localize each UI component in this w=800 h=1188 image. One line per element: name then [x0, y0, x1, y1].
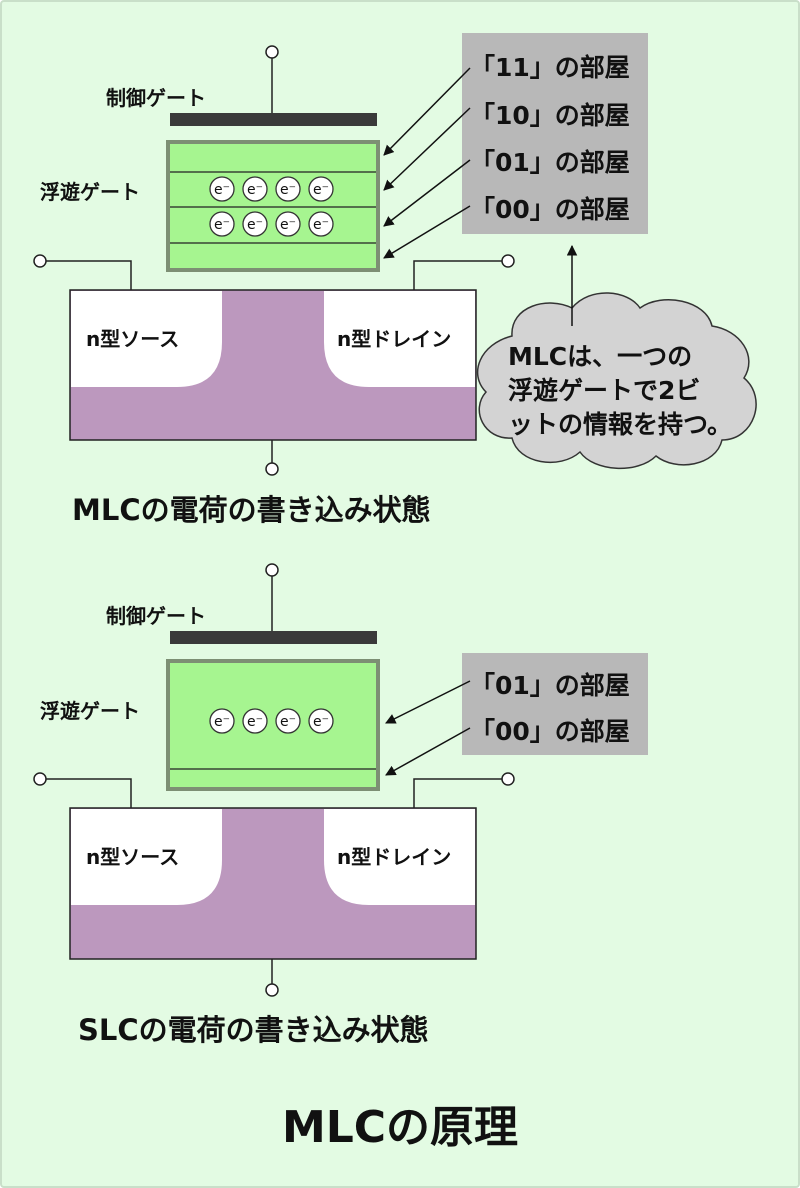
electron-icon [242, 708, 268, 734]
slc-caption: SLCの電荷の書き込み状態 [78, 1013, 429, 1047]
mlc-room-arrow [383, 159, 471, 227]
mlc-control-gate-bar [170, 113, 377, 126]
mlc-substrate-terminal [265, 462, 279, 476]
mlc-caption: MLCの電荷の書き込み状態 [72, 493, 431, 527]
slc-room-arrow [385, 680, 471, 724]
slc-drain-terminal [501, 772, 515, 786]
slc-room-label-box [462, 653, 648, 755]
mlc-drain-terminal [501, 254, 515, 268]
mlc-callout-text: ットの情報を持つ。 [508, 410, 732, 439]
electron-icon [209, 211, 235, 237]
mlc-floating-gate-label: 浮遊ゲート [40, 180, 140, 204]
mlc-control-gate-label: 制御ゲート [106, 86, 206, 110]
slc-control-gate-bar [170, 631, 377, 644]
slc-floating-gate [166, 659, 380, 791]
electron-icon [209, 176, 235, 202]
mlc-section: 制御ゲート 浮遊ゲート e⁻ e⁻ e⁻ e⁻ e⁻ e⁻ e⁻ e⁻ n型ソース n型ドレイ… [33, 33, 757, 527]
electron-symbol: e⁻ [247, 217, 263, 233]
slc-section: 制御ゲート 浮遊ゲート e⁻ e⁻ e⁻ e⁻ n型ソース n型ドレイン 「01」の部… [33, 563, 648, 1047]
mlc-room-label: 「00」の部屋 [470, 195, 630, 224]
mlc-room-arrow [383, 67, 471, 156]
mlc-source-region [71, 291, 222, 387]
slc-gate-terminal [265, 563, 279, 577]
electron-icon [308, 176, 334, 202]
electron-icon [242, 211, 268, 237]
slc-control-gate-label: 制御ゲート [106, 604, 206, 628]
electron-icon [275, 176, 301, 202]
electron-icon [308, 708, 334, 734]
mlc-source-wire [46, 260, 132, 290]
mlc-callout-cloud [476, 292, 757, 469]
mlc-electrons: e⁻ e⁻ e⁻ e⁻ e⁻ e⁻ e⁻ e⁻ [209, 176, 334, 237]
slc-substrate-terminal [265, 983, 279, 997]
mlc-room-label-box [462, 33, 648, 234]
slc-floating-gate-label: 浮遊ゲート [40, 699, 140, 723]
mlc-room-arrow [383, 107, 471, 191]
electron-symbol: e⁻ [280, 217, 296, 233]
mlc-callout-text: MLCは、一つの [508, 342, 692, 371]
electron-icon [275, 211, 301, 237]
slc-room-label: 「00」の部屋 [470, 717, 630, 746]
electron-symbol: e⁻ [214, 217, 230, 233]
electron-symbol: e⁻ [280, 182, 296, 198]
electron-symbol: e⁻ [214, 182, 230, 198]
electron-icon [275, 708, 301, 734]
electron-icon [209, 708, 235, 734]
mlc-room-arrow [383, 205, 471, 259]
slc-drain-region [324, 809, 475, 905]
electron-symbol: e⁻ [313, 714, 329, 730]
mlc-drain-wire [413, 260, 502, 290]
mlc-room-label: 「01」の部屋 [470, 148, 630, 177]
electron-symbol: e⁻ [247, 714, 263, 730]
mlc-gate-terminal [265, 45, 279, 59]
slc-electrons: e⁻ e⁻ e⁻ e⁻ [209, 708, 334, 734]
slc-room-label: 「01」の部屋 [470, 671, 630, 700]
slc-drain-wire [413, 778, 502, 808]
mlc-room-label: 「10」の部屋 [470, 101, 630, 130]
mlc-source-label: n型ソース [86, 327, 179, 351]
slc-source-label: n型ソース [86, 845, 179, 869]
mlc-drain-label: n型ドレイン [337, 327, 451, 351]
electron-symbol: e⁻ [214, 714, 230, 730]
mlc-source-terminal [33, 254, 47, 268]
electron-symbol: e⁻ [247, 182, 263, 198]
mlc-room-label: 「11」の部屋 [470, 53, 630, 82]
mlc-drain-region [324, 291, 475, 387]
electron-symbol: e⁻ [313, 217, 329, 233]
mlc-floating-gate [166, 140, 380, 272]
electron-icon [242, 176, 268, 202]
diagram-title: MLCの原理 [282, 1102, 518, 1153]
electron-symbol: e⁻ [313, 182, 329, 198]
mlc-callout-text: 浮遊ゲートで2ビ [508, 376, 700, 405]
slc-source-region [71, 809, 222, 905]
slc-source-wire [46, 778, 132, 808]
slc-room-arrow [385, 727, 471, 776]
electron-symbol: e⁻ [280, 714, 296, 730]
electron-icon [308, 211, 334, 237]
slc-drain-label: n型ドレイン [337, 845, 451, 869]
slc-source-terminal [33, 772, 47, 786]
